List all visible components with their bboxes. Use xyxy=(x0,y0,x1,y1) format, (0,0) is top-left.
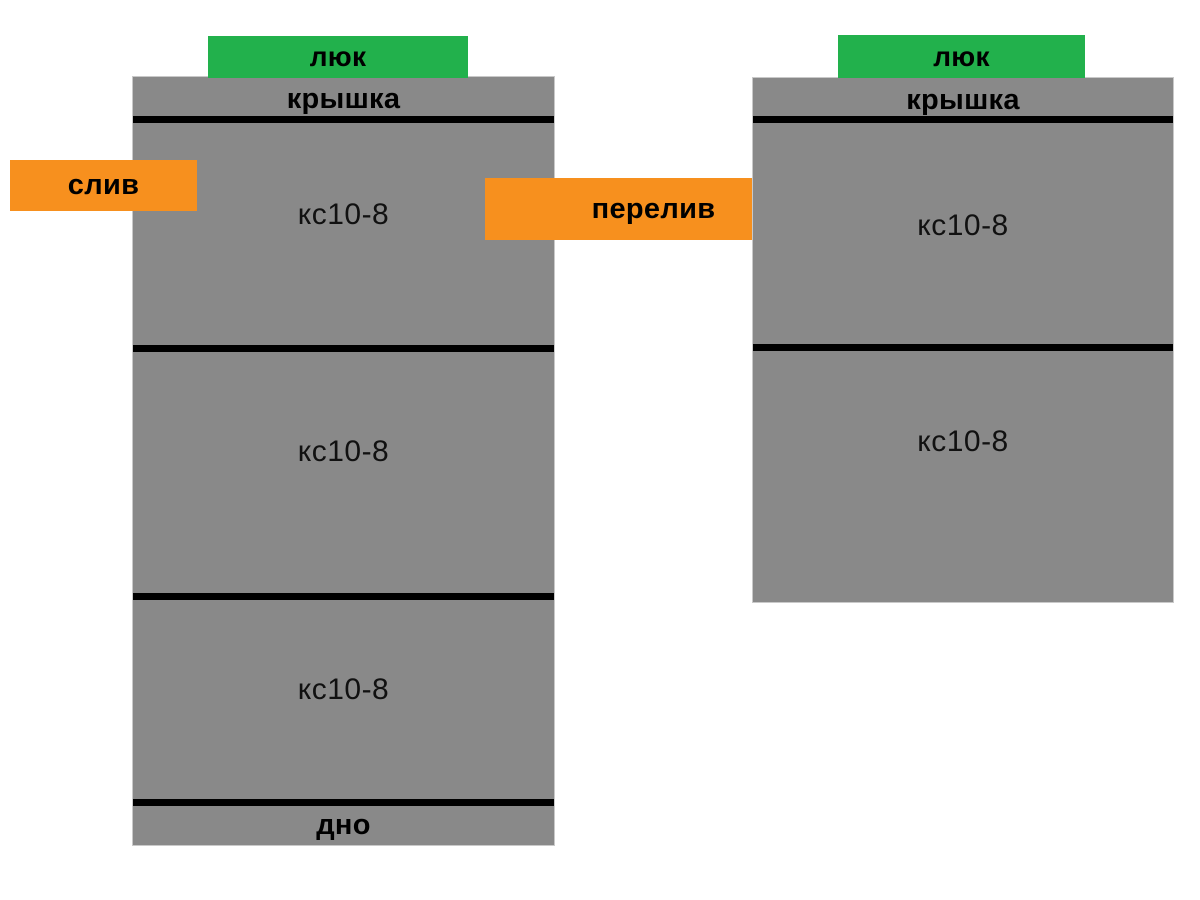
left-ring-3-wrap: кс10-8 xyxy=(132,670,555,710)
left-ring-2-label: кс10-8 xyxy=(297,435,390,468)
right-ring-1-wrap: кс10-8 xyxy=(752,206,1174,246)
left-divider-cover xyxy=(133,116,554,123)
drain-pipe: слив xyxy=(10,160,197,211)
overflow-pipe-label: перелив xyxy=(591,192,716,225)
right-tank-hatch: люк xyxy=(838,35,1085,78)
left-ring-1-wrap: кс10-8 xyxy=(132,195,555,235)
right-tank-body xyxy=(752,77,1174,603)
right-cover-label-wrap: крышка xyxy=(752,81,1174,119)
left-tank-hatch: люк xyxy=(208,36,468,78)
left-divider-1 xyxy=(133,345,554,352)
left-bottom-label: дно xyxy=(316,808,371,841)
left-ring-3-label: кс10-8 xyxy=(297,673,390,706)
left-cover-label: крышка xyxy=(286,82,401,115)
right-ring-2-label: кс10-8 xyxy=(917,425,1009,458)
left-divider-2 xyxy=(133,593,554,600)
left-cover-label-wrap: крышка xyxy=(132,80,555,118)
right-ring-2-wrap: кс10-8 xyxy=(752,422,1174,462)
left-ring-1-label: кс10-8 xyxy=(297,198,390,231)
right-ring-1-label: кс10-8 xyxy=(917,209,1009,242)
left-divider-bottom xyxy=(133,799,554,806)
right-cover-label: крышка xyxy=(906,83,1020,116)
right-divider-1 xyxy=(753,344,1173,351)
left-ring-2-wrap: кс10-8 xyxy=(132,432,555,472)
right-hatch-label: люк xyxy=(933,40,990,72)
drain-pipe-label: слив xyxy=(67,169,140,201)
left-tank-body xyxy=(132,76,555,846)
right-divider-cover xyxy=(753,116,1173,123)
left-bottom-label-wrap: дно xyxy=(132,806,555,844)
left-hatch-label: люк xyxy=(309,41,367,72)
